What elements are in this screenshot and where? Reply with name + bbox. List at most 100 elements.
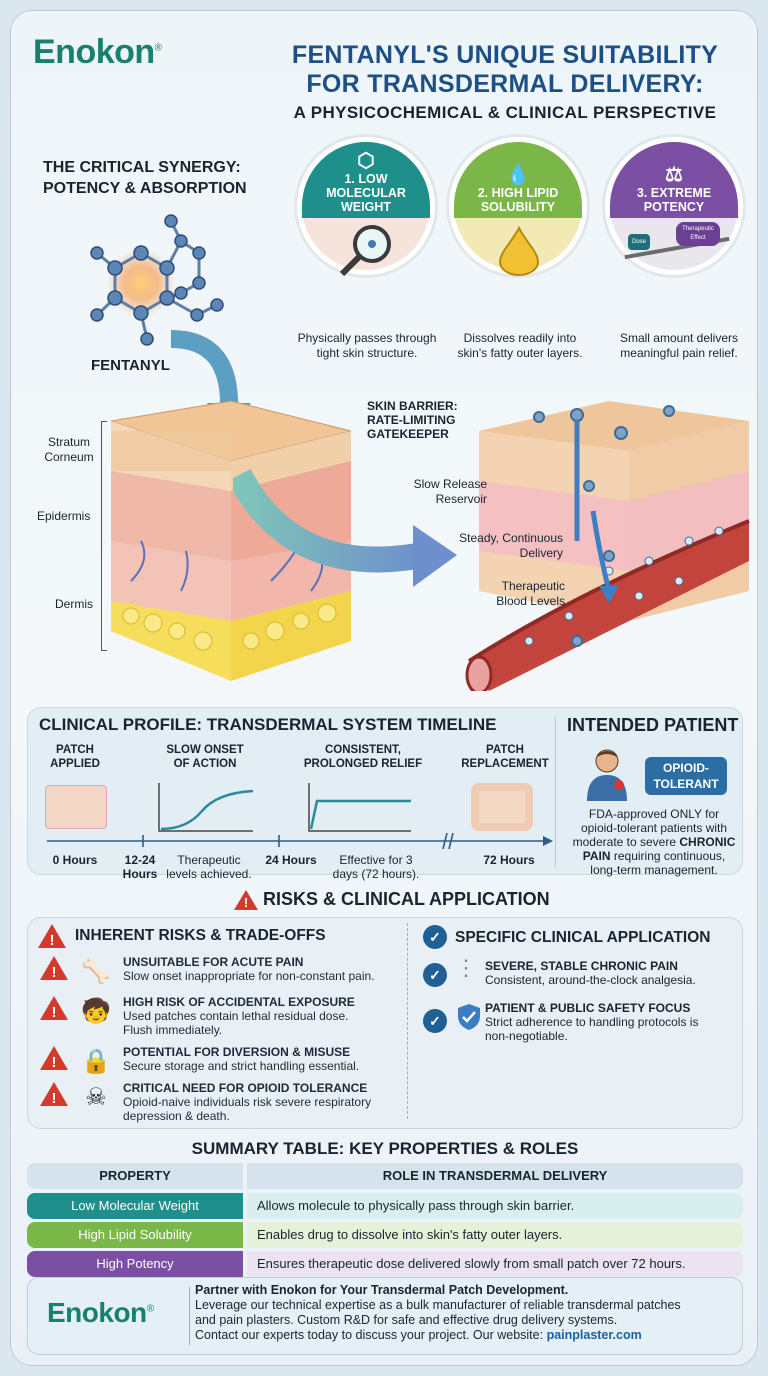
risk-desc: Secure storage and strict handling essen… xyxy=(123,1059,360,1073)
patch-applied-icon xyxy=(45,785,107,829)
table-cell-property: Low Molecular Weight xyxy=(27,1193,243,1219)
layer-label-epidermis: Epidermis xyxy=(37,509,91,523)
footer-panel xyxy=(27,1277,743,1355)
risk-desc: Used patches contain lethal residual dos… xyxy=(123,1009,349,1037)
risk-item: ! 🦴 UNSUITABLE FOR ACUTE PAIN Slow onset… xyxy=(39,955,389,1007)
opioid-tolerant-badge: OPIOID-TOLERANT xyxy=(645,757,727,795)
timeline-heading: CLINICAL PROFILE: TRANSDERMAL SYSTEM TIM… xyxy=(39,715,497,734)
droplet-icon: 💧 xyxy=(505,164,531,186)
scale-icon: ⚖ xyxy=(665,164,683,186)
skull-icon: ☠ xyxy=(85,1084,107,1111)
fentanyl-label: FENTANYL xyxy=(91,357,170,374)
table-header-row: PROPERTY ROLE IN TRANSDERMAL DELIVERY xyxy=(27,1163,743,1189)
patient-description: FDA-approved ONLY for opioid-tolerant pa… xyxy=(572,807,736,877)
onset-curve-icon xyxy=(158,783,254,832)
table-cell-property: High Lipid Solubility xyxy=(27,1222,243,1248)
risk-item: ! ☠ CRITICAL NEED FOR OPIOID TOLERANCE O… xyxy=(39,1081,389,1133)
warning-icon: ! xyxy=(40,956,68,981)
svg-text:!: ! xyxy=(52,964,57,981)
warning-icon: ! xyxy=(40,1046,68,1071)
property-extreme-potency: ⚖ 3. EXTREME POTENCY Dose Therapeutic Ef… xyxy=(605,137,743,275)
risks-heading: RISKS & CLINICAL APPLICATION xyxy=(263,889,550,909)
delivery-arrow-icon xyxy=(233,469,457,587)
risk-title: CRITICAL NEED FOR OPIOID TOLERANCE xyxy=(123,1081,368,1095)
panel-divider xyxy=(555,717,556,867)
table-col-role: ROLE IN TRANSDERMAL DELIVERY xyxy=(247,1163,743,1189)
vessel-diagram xyxy=(465,401,750,691)
application-item: SEVERE, STABLE CHRONIC PAIN Consistent, … xyxy=(485,959,696,987)
property-high-lipid-solubility: 💧 2. HIGH LIPID SOLUBILITY xyxy=(449,137,587,276)
lock-icon: 🔒 xyxy=(81,1048,111,1075)
spine-icon: ⋮ xyxy=(455,955,477,980)
patient-heading: INTENDED PATIENT xyxy=(567,715,739,735)
risk-desc: Opioid-naive individuals risk severe res… xyxy=(123,1095,372,1123)
svg-text:!: ! xyxy=(52,1090,57,1107)
warning-icon: ! xyxy=(234,890,258,910)
child-pet-icon: 🧒 xyxy=(81,998,111,1025)
stage-prolonged-relief: CONSISTENT,PROLONGED RELIEF xyxy=(303,744,423,770)
check-icon: ✓ xyxy=(423,925,447,949)
svg-text:!: ! xyxy=(52,1054,57,1071)
risk-item: ! 🔒 POTENTIAL FOR DIVERSION & MISUSE Sec… xyxy=(39,1045,389,1097)
table-heading: SUMMARY TABLE: KEY PROPERTIES & ROLES xyxy=(191,1139,579,1158)
risks-panel xyxy=(27,917,743,1129)
table-cell-role: Ensures therapeutic dose delivered slowl… xyxy=(247,1251,743,1277)
layer-label-stratum-corneum: Stratum Corneum xyxy=(44,435,94,464)
risk-title: POTENTIAL FOR DIVERSION & MISUSE xyxy=(123,1045,351,1059)
page-subtitle: A PHYSICOCHEMICAL & CLINICAL PERSPECTIVE xyxy=(293,103,717,122)
layer-label-dermis: Dermis xyxy=(55,597,93,611)
skin-cross-section xyxy=(110,400,352,681)
svg-text:!: ! xyxy=(50,932,55,949)
svg-text:!: ! xyxy=(52,1004,57,1021)
table-cell-property: High Potency xyxy=(27,1251,243,1277)
page-title: FENTANYL'S UNIQUE SUITABILITY FOR TRANSD… xyxy=(291,41,719,98)
table-row: High Lipid Solubility Enables drug to di… xyxy=(27,1222,743,1248)
table-cell-role: Enables drug to dissolve into skin's fat… xyxy=(247,1222,743,1248)
risk-desc: Slow onset inappropriate for non-constan… xyxy=(123,969,375,983)
timeline-axis xyxy=(47,833,553,849)
footer-logo: Enokon® xyxy=(47,1297,154,1328)
synergy-heading: THE CRITICAL SYNERGY: POTENCY & ABSORPTI… xyxy=(43,159,247,197)
warning-icon: ! xyxy=(38,924,66,949)
patch-replacement-icon xyxy=(471,783,533,831)
infographic: Enokon® FENTANYL'S UNIQUE SUITABILITY FO… xyxy=(10,10,758,1366)
relief-plateau-icon xyxy=(308,783,411,832)
brand-logo: Enokon® xyxy=(33,33,162,71)
risk-item: ! 🧒 HIGH RISK OF ACCIDENTAL EXPOSURE Use… xyxy=(39,995,389,1047)
effect-weight: Therapeutic Effect xyxy=(676,222,720,246)
tick-24-hours: 24 Hours xyxy=(265,853,317,867)
patient-avatar-icon xyxy=(587,749,627,801)
svg-text:!: ! xyxy=(244,895,248,910)
warning-icon: ! xyxy=(40,996,68,1021)
application-item: PATIENT & PUBLIC SAFETY FOCUS Strict adh… xyxy=(485,1001,699,1043)
inherent-risks-heading: INHERENT RISKS & TRADE-OFFS xyxy=(75,927,326,944)
risk-title: HIGH RISK OF ACCIDENTAL EXPOSURE xyxy=(123,995,355,1009)
risk-title: UNSUITABLE FOR ACUTE PAIN xyxy=(123,955,304,969)
check-icon: ✓ xyxy=(423,963,447,987)
magnifier-icon xyxy=(339,225,391,277)
table-row: High Potency Ensures therapeutic dose de… xyxy=(27,1251,743,1277)
check-icon: ✓ xyxy=(423,1009,447,1033)
risks-divider xyxy=(407,923,408,1119)
website-link[interactable]: painplaster.com xyxy=(546,1328,642,1342)
tick-72-hours: 72 Hours xyxy=(483,853,535,867)
fentanyl-molecule-icon xyxy=(90,214,224,346)
table-cell-role: Allows molecule to physically pass throu… xyxy=(247,1193,743,1219)
table-col-property: PROPERTY xyxy=(27,1163,243,1189)
shield-icon xyxy=(458,1004,480,1030)
table-row: Low Molecular Weight Allows molecule to … xyxy=(27,1193,743,1219)
warning-icon: ! xyxy=(40,1082,68,1107)
oil-drop-icon xyxy=(498,226,540,276)
